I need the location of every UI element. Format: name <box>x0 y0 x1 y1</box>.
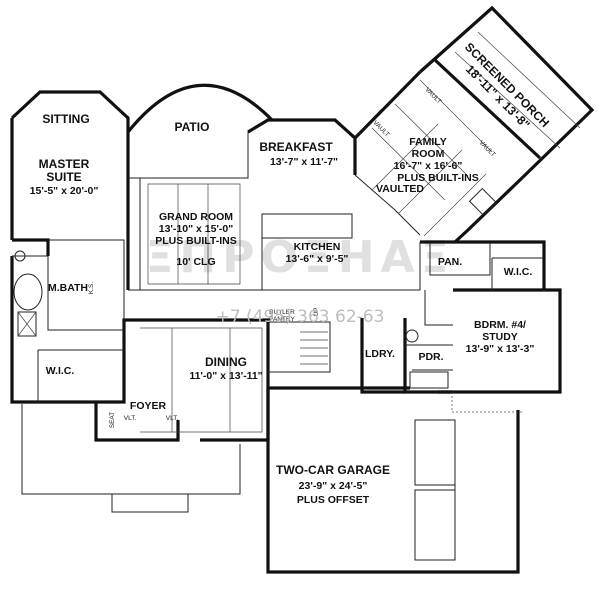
label-wic-bedroom: W.I.C. <box>504 266 533 278</box>
label-patio: PATIO <box>175 120 210 134</box>
vlt-note-1: VLT. <box>124 415 137 422</box>
dim-family-room: 16'-7" x 16'-6" <box>394 160 463 172</box>
label-sitting: SITTING <box>42 112 89 126</box>
grand-room-ceiling: 10' CLG <box>176 256 215 268</box>
label-master-suite-1: MASTER <box>39 157 90 171</box>
label-pantry: PAN. <box>438 256 462 268</box>
label-wic-master: W.I.C. <box>46 365 75 377</box>
label-foyer: FOYER <box>130 400 167 412</box>
room-labels: SITTING PATIO BREAKFAST 13'-7" x 11'-7" … <box>30 40 552 506</box>
watermark-logo: ΞΠΡΟΞΗΑΞ <box>146 232 455 283</box>
label-family-room-2: ROOM <box>412 148 445 160</box>
label-dining: DINING <box>205 355 247 369</box>
label-laundry: LDRY. <box>365 348 395 360</box>
label-master-suite-2: SUITE <box>46 170 81 184</box>
interior-details <box>12 31 581 561</box>
vault-note-2: VAULT <box>372 119 391 138</box>
dim-bedroom4: 13'-9" x 13'-3" <box>466 343 535 355</box>
svg-text:ΞΠΡΟΞΗΑΞ: ΞΠΡΟΞΗΑΞ <box>146 232 455 283</box>
label-kitchen: KITCHEN <box>294 241 341 253</box>
label-powder: PDR. <box>418 351 443 363</box>
up-note: UP <box>313 307 320 316</box>
label-mbath: M.BATH <box>48 282 88 294</box>
seat-note: SEAT <box>109 412 116 429</box>
dim-kitchen: 13'-6" x 9'-5" <box>286 253 349 265</box>
garage-offset: PLUS OFFSET <box>297 494 370 506</box>
vlt-note-2: VLT. <box>166 415 179 422</box>
family-room-vaulted: VAULTED <box>376 183 424 195</box>
grand-room-builtins: PLUS BUILT-INS <box>155 235 236 247</box>
dim-breakfast: 13'-7" x 11'-7" <box>270 156 338 168</box>
label-bedroom4-1: BDRM. #4/ <box>474 319 526 331</box>
label-butler-pantry-2: PANTRY <box>269 316 295 323</box>
watermark-phone: +7 (495) 363 62-63 <box>216 307 385 327</box>
family-room-builtins: PLUS BUILT-INS <box>397 172 478 184</box>
vault-note-3: VAULT <box>478 139 497 158</box>
ks-note: K.S. <box>88 282 95 294</box>
label-family-room-1: FAMILY <box>409 136 447 148</box>
dim-dining: 11'-0" x 13'-11" <box>189 370 262 382</box>
label-grand-room: GRAND ROOM <box>159 211 233 223</box>
vault-note-1: VAULT <box>424 86 443 105</box>
dim-master-suite: 15'-5" x 20'-0" <box>30 185 99 197</box>
label-garage: TWO-CAR GARAGE <box>276 463 390 477</box>
label-bedroom4-2: STUDY <box>482 331 518 343</box>
dim-garage: 23'-9" x 24'-5" <box>299 480 368 492</box>
label-butler-pantry-1: BUTLER <box>269 309 295 316</box>
exterior-walls <box>10 5 595 574</box>
label-breakfast: BREAKFAST <box>259 140 333 154</box>
dim-grand-room: 13'-10" x 15'-0" <box>159 223 234 235</box>
